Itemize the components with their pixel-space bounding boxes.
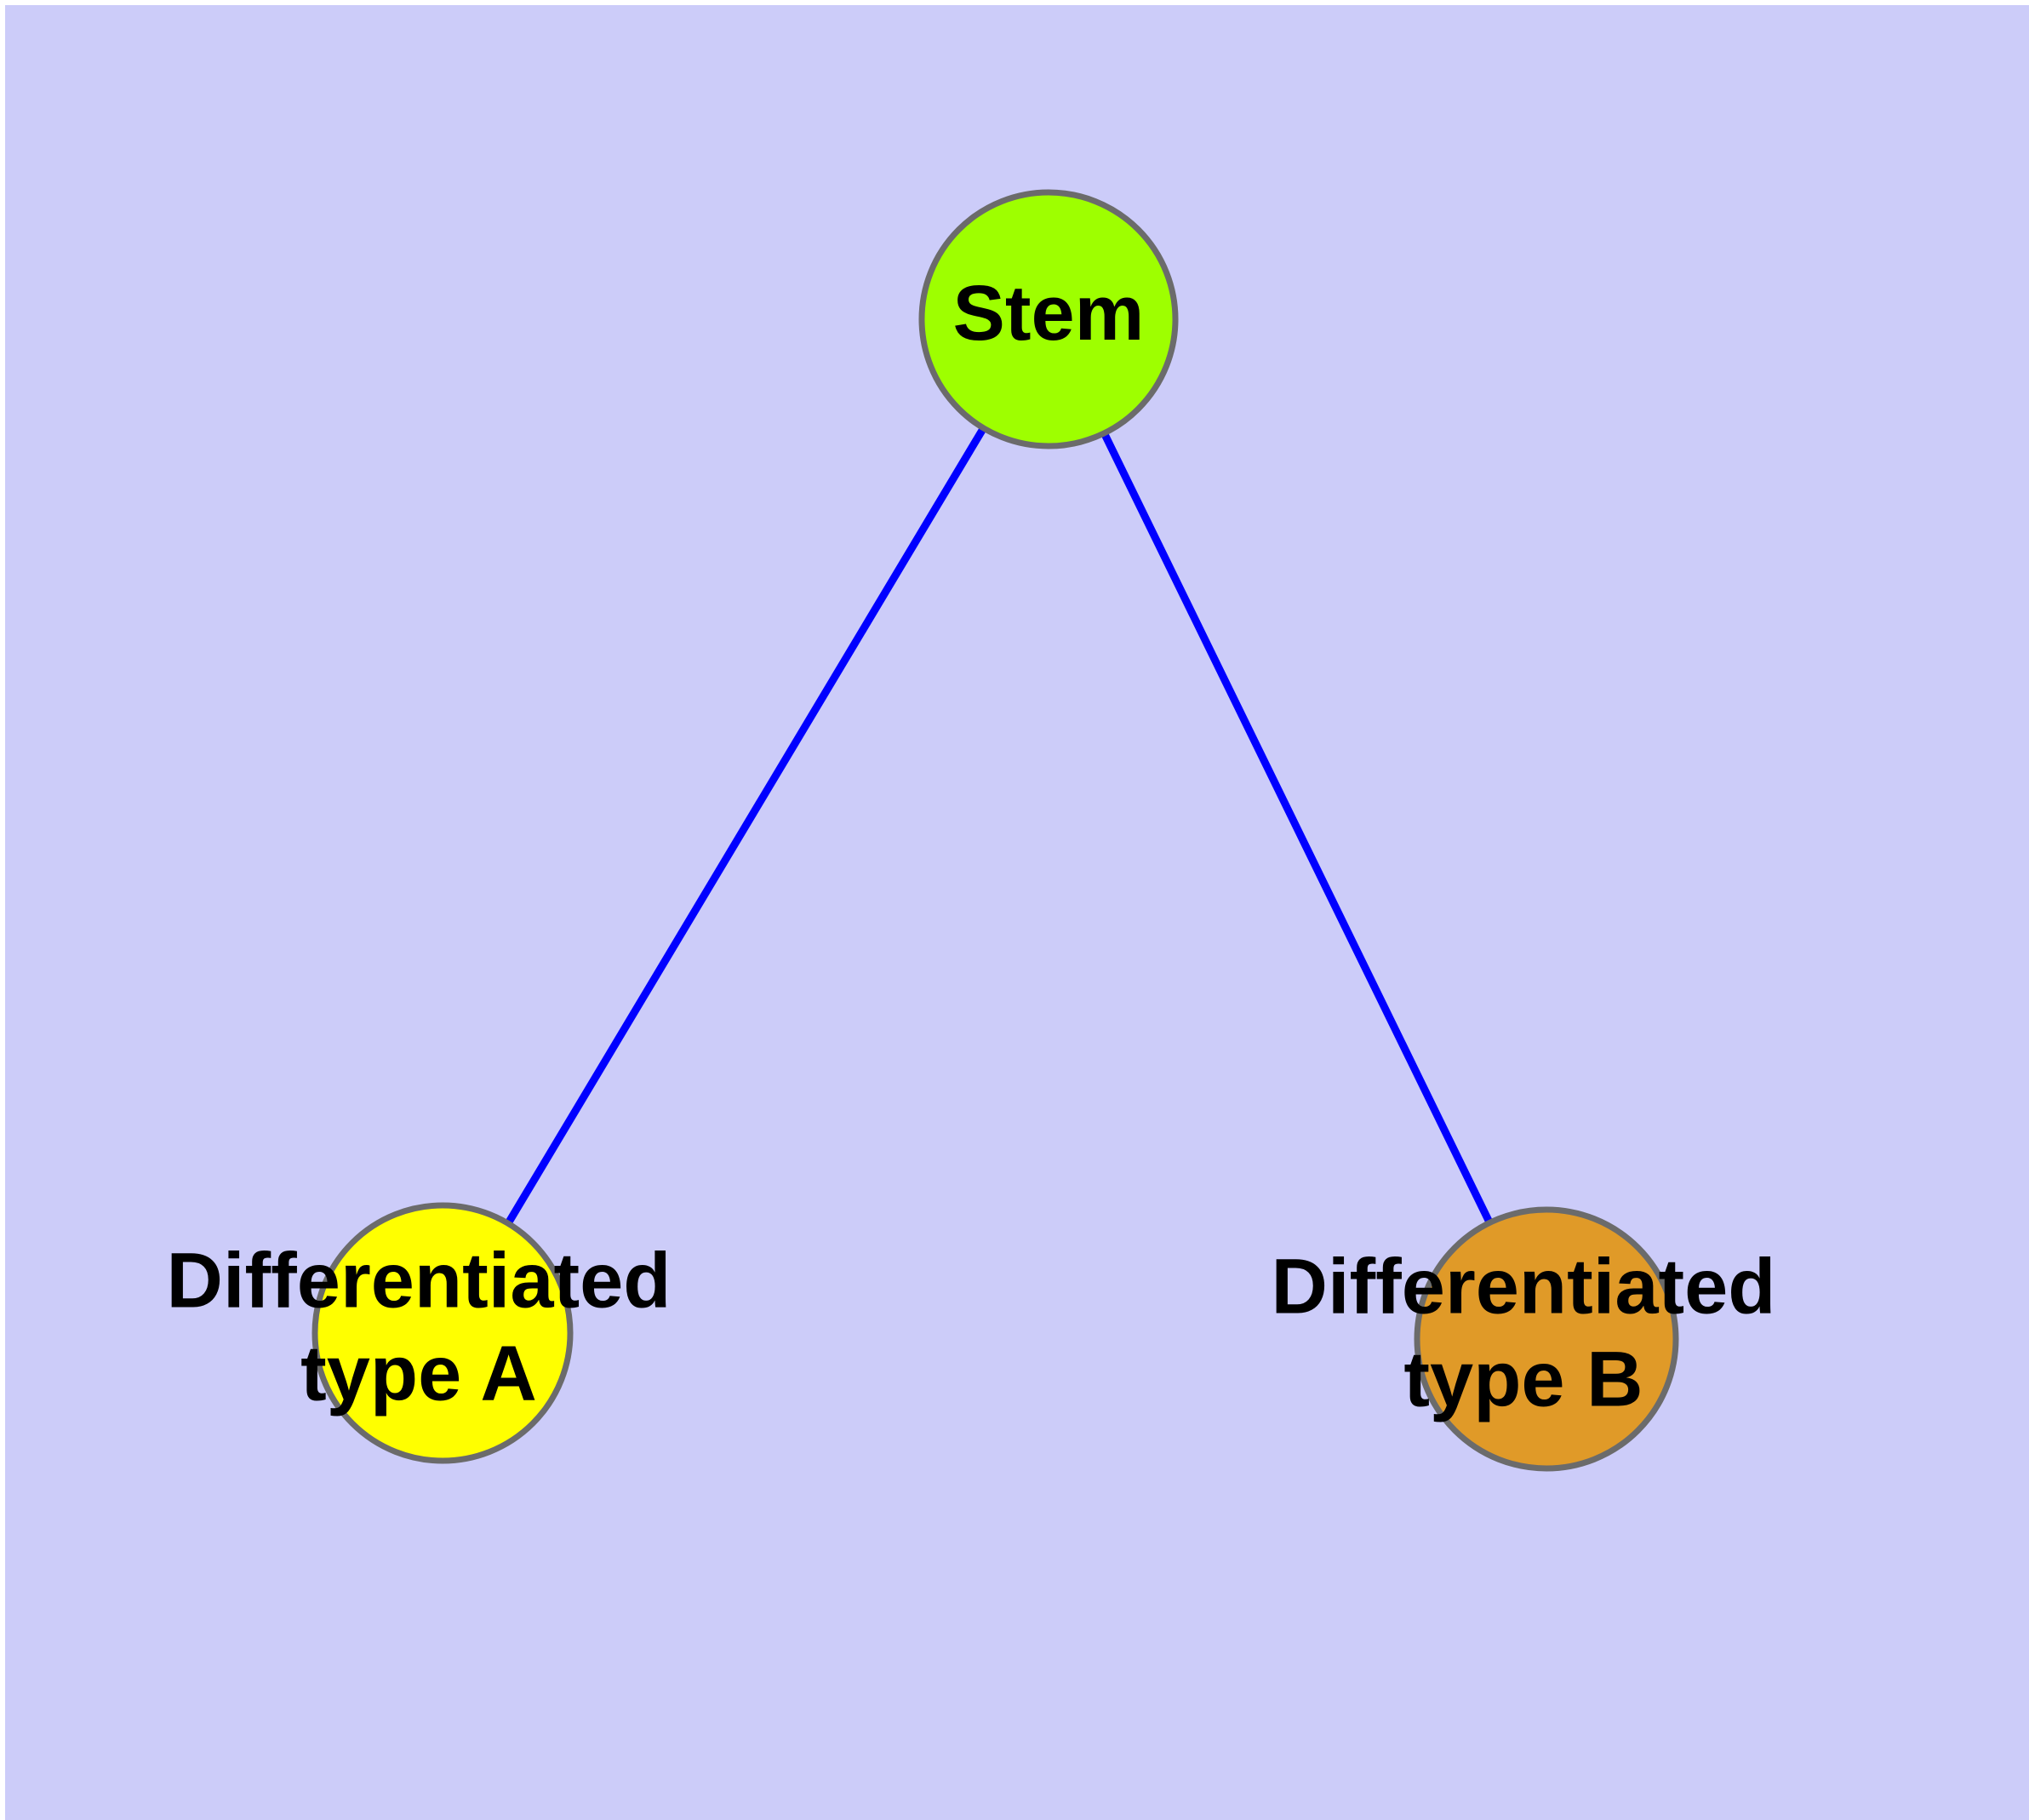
node-diff_a[interactable] <box>311 1202 574 1464</box>
edges-layer <box>439 317 1551 1341</box>
node-diff_b[interactable] <box>1414 1206 1679 1472</box>
edge-stem-to-diff_a <box>439 317 1052 1336</box>
node-stem[interactable] <box>918 189 1179 449</box>
edge-stem-to-diff_b <box>1044 318 1551 1341</box>
nodes-layer <box>311 189 1679 1472</box>
